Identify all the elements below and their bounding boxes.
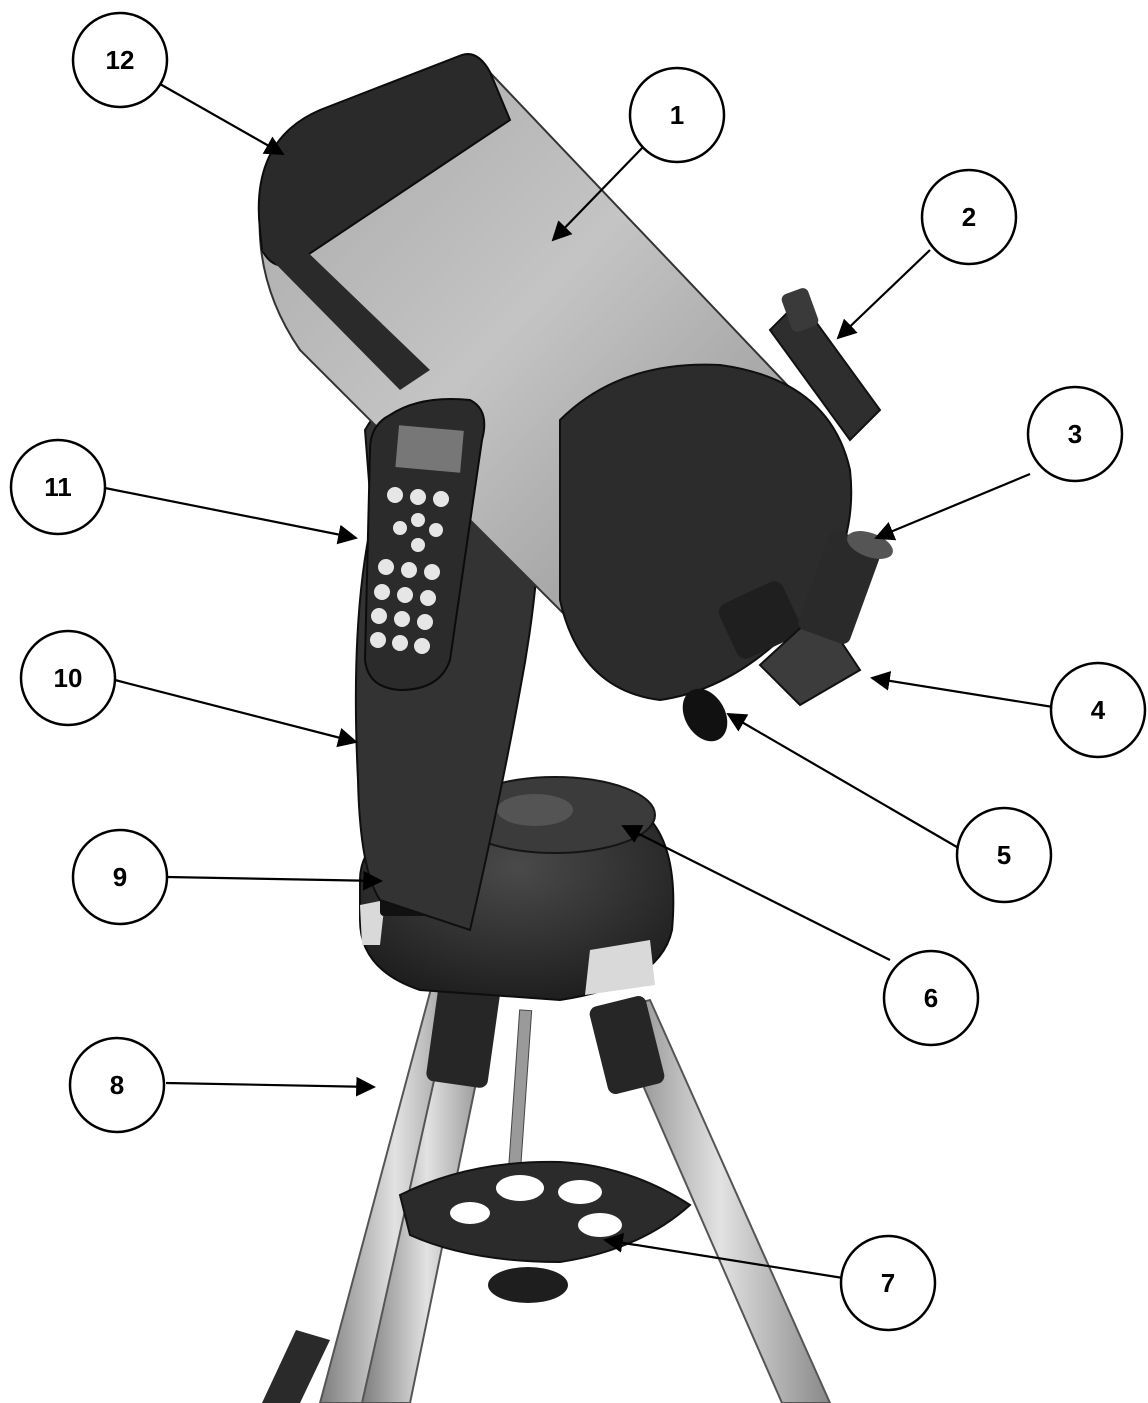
leader-4	[870, 671, 1054, 709]
leader-9	[166, 870, 383, 891]
callout-label-4: 4	[1091, 695, 1106, 725]
callout-2: 2	[920, 168, 1018, 266]
base-light-panel-left	[360, 900, 385, 945]
callout-4: 4	[1049, 661, 1147, 759]
callout-1: 1	[628, 66, 726, 164]
callout-label-10: 10	[54, 663, 83, 693]
finder-top	[781, 288, 819, 332]
callout-label-3: 3	[1068, 419, 1082, 449]
callout-label-8: 8	[110, 1070, 124, 1100]
callout-label-2: 2	[962, 202, 976, 232]
visual-back	[718, 581, 802, 659]
callout-label-12: 12	[106, 45, 135, 75]
telescope-illustration	[257, 53, 893, 1403]
base-light-panel-right	[585, 940, 655, 995]
callout-3: 3	[1026, 385, 1124, 483]
leader-6	[621, 825, 891, 961]
base-top-dial	[497, 794, 573, 826]
tray-hole-2	[558, 1180, 602, 1204]
leg-collar-right	[589, 996, 665, 1094]
eyepiece	[798, 530, 882, 644]
callout-9: 9	[71, 828, 169, 926]
leader-7	[603, 1233, 844, 1280]
callout-12: 12	[71, 11, 169, 109]
leg-collar-left	[426, 982, 500, 1088]
tray-hole-1	[496, 1175, 544, 1201]
callout-8: 8	[68, 1036, 166, 1134]
callout-11: 11	[9, 438, 107, 536]
tray-knob	[488, 1267, 568, 1303]
callout-label-5: 5	[997, 840, 1011, 870]
leader-10	[114, 678, 358, 748]
hand-control	[363, 398, 486, 692]
leader-8	[165, 1076, 376, 1097]
leader-lines	[104, 83, 1054, 1280]
hand-control-display	[395, 425, 464, 473]
tray-hole-4	[450, 1202, 490, 1224]
callout-label-1: 1	[670, 100, 684, 130]
callout-label-9: 9	[113, 862, 127, 892]
tripod-leg-lower-left	[262, 1330, 330, 1403]
leader-11	[104, 486, 358, 545]
callout-5: 5	[955, 806, 1053, 904]
callout-label-6: 6	[924, 983, 938, 1013]
leader-3	[874, 472, 1031, 541]
callouts: 12 1 2 3 11 10 4 5	[9, 11, 1147, 1332]
callout-7: 7	[839, 1234, 937, 1332]
callout-6: 6	[882, 949, 980, 1047]
leader-12	[159, 83, 285, 155]
visual-back-assembly	[682, 530, 893, 742]
leader-1	[551, 144, 646, 242]
focuser-knob	[682, 688, 728, 742]
leader-5	[726, 713, 963, 851]
callout-10: 10	[19, 629, 117, 727]
tube-dovetail	[262, 240, 430, 390]
hand-control-keypad	[370, 487, 449, 654]
callout-label-7: 7	[881, 1268, 895, 1298]
finderscope	[768, 288, 882, 442]
tray-hole-3	[578, 1213, 622, 1237]
callout-label-11: 11	[44, 472, 72, 502]
leader-2	[836, 249, 931, 340]
accessory-tray	[398, 1160, 692, 1303]
